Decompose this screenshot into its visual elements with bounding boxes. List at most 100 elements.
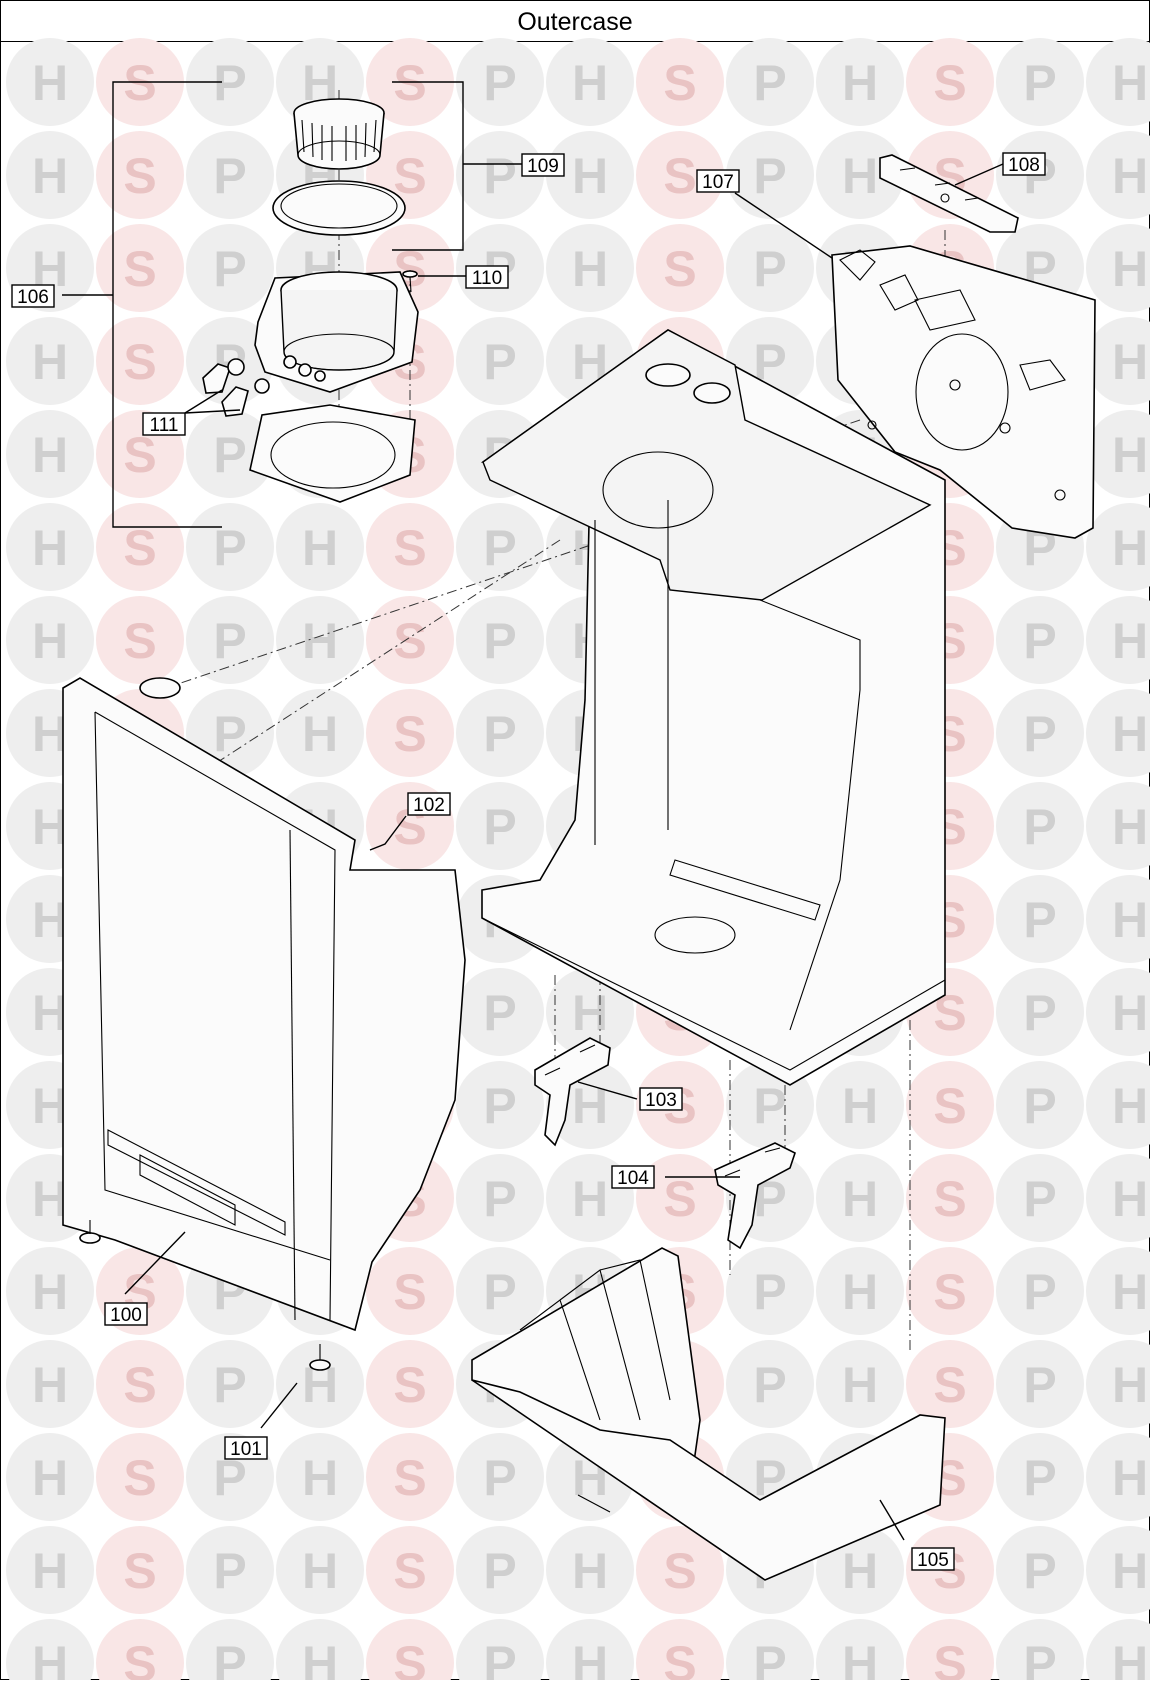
watermark-letter: P <box>483 613 516 669</box>
callout-box <box>911 1547 955 1571</box>
watermark-letter: H <box>572 148 608 204</box>
watermark-letter: S <box>123 427 156 483</box>
watermark-letter: P <box>213 1543 246 1599</box>
watermark-circle <box>6 1340 94 1428</box>
watermark-letter: H <box>32 520 68 576</box>
watermark-circle <box>636 131 724 219</box>
watermark-letter: P <box>1023 1543 1056 1599</box>
watermark-letter: H <box>572 1636 608 1680</box>
watermark-letter: S <box>123 1357 156 1413</box>
flue-gasket <box>249 404 416 503</box>
watermark-circle <box>456 689 544 777</box>
watermark-letter: H <box>32 892 68 948</box>
callout-108: 108 <box>1002 152 1046 176</box>
watermark-circle <box>546 1619 634 1680</box>
watermark-circle <box>996 1340 1084 1428</box>
watermark-letter: P <box>753 1264 786 1320</box>
foot-screws <box>79 1220 331 1371</box>
callout-box <box>696 169 740 193</box>
watermark-letter: H <box>572 1543 608 1599</box>
watermark-circle <box>1086 875 1150 963</box>
watermark-circle <box>546 224 634 312</box>
watermark-circle <box>996 782 1084 870</box>
watermark-circle <box>6 317 94 405</box>
watermark-circle <box>906 1061 994 1149</box>
watermark-circle <box>186 596 274 684</box>
watermark-letter: P <box>1023 613 1056 669</box>
watermark-letter: H <box>1112 520 1148 576</box>
watermark-circle <box>1086 38 1150 126</box>
watermark-circle <box>6 1247 94 1335</box>
watermark-letter: P <box>1023 1636 1056 1680</box>
watermark-circle <box>816 1619 904 1680</box>
watermark-circle <box>276 1526 364 1614</box>
watermark-circle <box>1086 503 1150 591</box>
front-panel <box>62 677 466 1332</box>
watermark-circle <box>996 596 1084 684</box>
watermark-letter: H <box>1112 55 1148 111</box>
watermark-letter: S <box>663 148 696 204</box>
watermark-circle <box>546 968 634 1056</box>
watermark-letter: P <box>213 706 246 762</box>
callout-103: 103 <box>639 1087 683 1111</box>
flue-clamp-ring <box>293 98 385 170</box>
watermark-circle <box>6 410 94 498</box>
watermark-letter: S <box>933 55 966 111</box>
watermark-letter: P <box>1023 1264 1056 1320</box>
watermark-letter: H <box>32 334 68 390</box>
watermark-letter: P <box>753 1636 786 1680</box>
callout-number: 101 <box>230 1439 262 1460</box>
watermark-circle <box>1086 1061 1150 1149</box>
callout-102: 102 <box>407 792 451 816</box>
watermark-circle <box>996 1526 1084 1614</box>
watermark-letter: S <box>123 1543 156 1599</box>
watermark-letter: H <box>32 985 68 1041</box>
watermark-letter: H <box>1112 148 1148 204</box>
watermark-letter: H <box>32 427 68 483</box>
watermark-circle <box>816 131 904 219</box>
watermark-circle <box>96 224 184 312</box>
watermark-letter: P <box>1023 1450 1056 1506</box>
watermark-letter: H <box>1112 706 1148 762</box>
watermark-circle <box>1086 596 1150 684</box>
watermark-letter: H <box>32 706 68 762</box>
watermark-letter: P <box>483 985 516 1041</box>
watermark-letter: S <box>663 55 696 111</box>
watermark-letter: H <box>32 1171 68 1227</box>
watermark-circle <box>456 503 544 591</box>
watermark-letter: P <box>213 1636 246 1680</box>
watermark-letter: H <box>1112 1450 1148 1506</box>
watermark-circle <box>96 317 184 405</box>
watermark-circle <box>636 1154 724 1242</box>
watermark-circle <box>456 1061 544 1149</box>
watermark-letter: H <box>572 55 608 111</box>
watermark-letter: H <box>1112 1357 1148 1413</box>
watermark-letter: H <box>842 1543 878 1599</box>
watermark-letter: S <box>663 1171 696 1227</box>
watermark-letter: H <box>1112 1264 1148 1320</box>
callout-box <box>521 153 565 177</box>
flue-adaptor <box>254 271 419 393</box>
watermark-circle <box>6 38 94 126</box>
watermark-letter: P <box>1023 55 1056 111</box>
watermark-letter: H <box>32 613 68 669</box>
callout-number: 106 <box>17 287 49 308</box>
callout-100: 100 <box>104 1302 148 1326</box>
watermark-letter: S <box>663 1543 696 1599</box>
watermark-circle <box>996 1247 1084 1335</box>
watermark-letter: P <box>213 241 246 297</box>
watermark-circle <box>456 1433 544 1521</box>
watermark-letter: P <box>483 520 516 576</box>
watermark-circle <box>456 596 544 684</box>
callout-101: 101 <box>224 1436 268 1460</box>
watermark-circle <box>1086 1247 1150 1335</box>
callout-number: 104 <box>617 1168 649 1189</box>
callout-number: 110 <box>472 268 502 289</box>
watermark-letter: S <box>123 613 156 669</box>
watermark-letter: P <box>1023 892 1056 948</box>
watermark-letter: H <box>302 520 338 576</box>
callout-number: 107 <box>702 172 734 193</box>
watermark-letter: H <box>32 55 68 111</box>
watermark-circle <box>96 1340 184 1428</box>
watermark-circle <box>546 38 634 126</box>
